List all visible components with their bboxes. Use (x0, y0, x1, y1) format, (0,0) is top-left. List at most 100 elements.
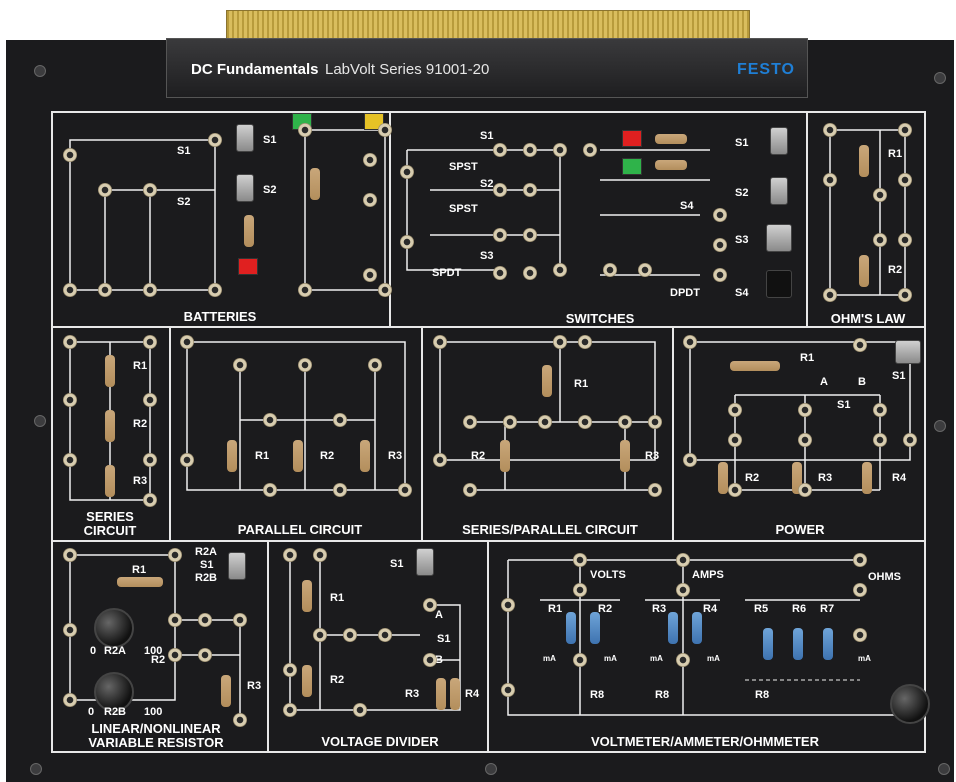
banana-jack[interactable] (198, 613, 212, 627)
toggle-switch-s2[interactable] (770, 177, 788, 205)
banana-jack[interactable] (578, 335, 592, 349)
banana-jack[interactable] (553, 263, 567, 277)
toggle-switch-s1[interactable] (770, 127, 788, 155)
banana-jack[interactable] (523, 266, 537, 280)
banana-jack[interactable] (823, 173, 837, 187)
banana-jack[interactable] (283, 703, 297, 717)
banana-jack[interactable] (683, 453, 697, 467)
banana-jack[interactable] (898, 233, 912, 247)
banana-jack[interactable] (523, 183, 537, 197)
banana-jack[interactable] (538, 415, 552, 429)
banana-jack[interactable] (713, 268, 727, 282)
banana-jack[interactable] (573, 553, 587, 567)
banana-jack[interactable] (683, 335, 697, 349)
banana-jack[interactable] (363, 193, 377, 207)
banana-jack[interactable] (233, 613, 247, 627)
banana-jack[interactable] (333, 483, 347, 497)
banana-jack[interactable] (168, 548, 182, 562)
banana-jack[interactable] (143, 335, 157, 349)
banana-jack[interactable] (98, 183, 112, 197)
banana-jack[interactable] (363, 268, 377, 282)
banana-jack[interactable] (63, 148, 77, 162)
banana-jack[interactable] (298, 358, 312, 372)
banana-jack[interactable] (493, 143, 507, 157)
banana-jack[interactable] (713, 208, 727, 222)
toggle-switch-s1[interactable] (228, 552, 246, 580)
banana-jack[interactable] (493, 266, 507, 280)
banana-jack[interactable] (853, 583, 867, 597)
banana-jack[interactable] (873, 433, 887, 447)
banana-jack[interactable] (463, 483, 477, 497)
banana-jack[interactable] (798, 483, 812, 497)
toggle-switch-s2[interactable] (236, 174, 254, 202)
banana-jack[interactable] (713, 238, 727, 252)
banana-jack[interactable] (143, 493, 157, 507)
banana-jack[interactable] (523, 228, 537, 242)
banana-jack[interactable] (400, 235, 414, 249)
banana-jack[interactable] (143, 393, 157, 407)
banana-jack[interactable] (63, 393, 77, 407)
toggle-switch-s1[interactable] (895, 340, 921, 364)
banana-jack[interactable] (823, 123, 837, 137)
banana-jack[interactable] (503, 415, 517, 429)
banana-jack[interactable] (63, 693, 77, 707)
banana-jack[interactable] (143, 283, 157, 297)
banana-jack[interactable] (873, 233, 887, 247)
banana-jack[interactable] (180, 335, 194, 349)
banana-jack[interactable] (368, 358, 382, 372)
banana-jack[interactable] (198, 648, 212, 662)
banana-jack[interactable] (573, 583, 587, 597)
banana-jack[interactable] (263, 483, 277, 497)
banana-jack[interactable] (98, 283, 112, 297)
r2b-knob[interactable] (94, 672, 134, 712)
banana-jack[interactable] (873, 188, 887, 202)
banana-jack[interactable] (676, 583, 690, 597)
banana-jack[interactable] (493, 228, 507, 242)
banana-jack[interactable] (728, 403, 742, 417)
toggle-switch-s3[interactable] (766, 224, 792, 252)
banana-jack[interactable] (143, 183, 157, 197)
banana-jack[interactable] (573, 653, 587, 667)
banana-jack[interactable] (798, 403, 812, 417)
banana-jack[interactable] (298, 283, 312, 297)
banana-jack[interactable] (180, 453, 194, 467)
banana-jack[interactable] (63, 453, 77, 467)
banana-jack[interactable] (63, 623, 77, 637)
banana-jack[interactable] (398, 483, 412, 497)
banana-jack[interactable] (233, 358, 247, 372)
slide-switch-s4[interactable] (766, 270, 792, 298)
banana-jack[interactable] (63, 548, 77, 562)
banana-jack[interactable] (578, 415, 592, 429)
banana-jack[interactable] (493, 183, 507, 197)
banana-jack[interactable] (168, 613, 182, 627)
banana-jack[interactable] (423, 598, 437, 612)
banana-jack[interactable] (463, 415, 477, 429)
banana-jack[interactable] (63, 335, 77, 349)
banana-jack[interactable] (898, 173, 912, 187)
banana-jack[interactable] (400, 165, 414, 179)
banana-jack[interactable] (898, 123, 912, 137)
banana-jack[interactable] (298, 123, 312, 137)
banana-jack[interactable] (378, 123, 392, 137)
banana-jack[interactable] (728, 433, 742, 447)
banana-jack[interactable] (433, 453, 447, 467)
banana-jack[interactable] (523, 143, 537, 157)
banana-jack[interactable] (618, 415, 632, 429)
banana-jack[interactable] (501, 598, 515, 612)
banana-jack[interactable] (903, 433, 917, 447)
banana-jack[interactable] (233, 713, 247, 727)
banana-jack[interactable] (283, 663, 297, 677)
banana-jack[interactable] (676, 553, 690, 567)
banana-jack[interactable] (433, 335, 447, 349)
banana-jack[interactable] (363, 153, 377, 167)
banana-jack[interactable] (208, 133, 222, 147)
banana-jack[interactable] (853, 338, 867, 352)
banana-jack[interactable] (823, 288, 837, 302)
banana-jack[interactable] (798, 433, 812, 447)
banana-jack[interactable] (553, 143, 567, 157)
banana-jack[interactable] (501, 683, 515, 697)
banana-jack[interactable] (898, 288, 912, 302)
banana-jack[interactable] (676, 653, 690, 667)
banana-jack[interactable] (333, 413, 347, 427)
r2a-knob[interactable] (94, 608, 134, 648)
